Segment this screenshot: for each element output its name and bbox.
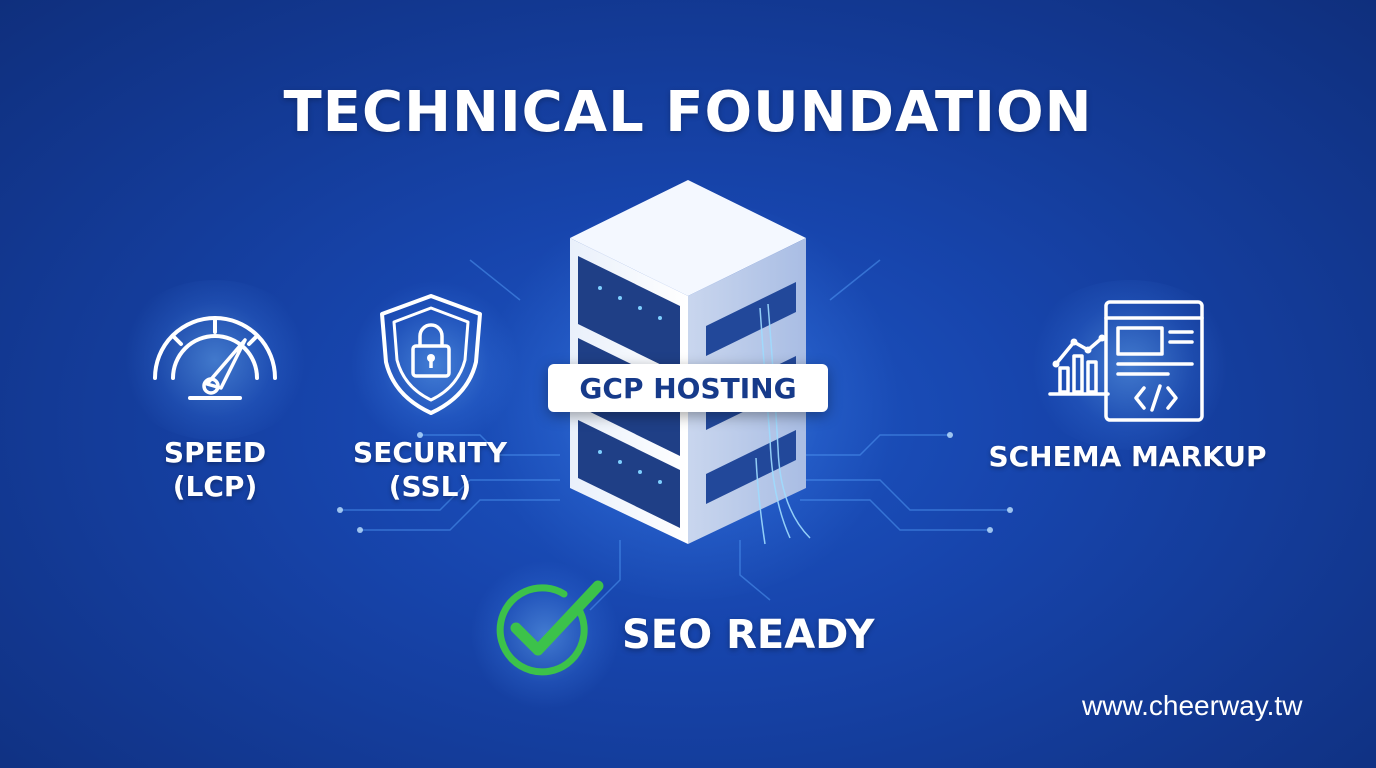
gcp-hosting-badge: GCP HOSTING bbox=[548, 364, 828, 412]
security-label-line2: (SSL) bbox=[388, 470, 472, 503]
checkmark-circle-icon bbox=[490, 578, 610, 682]
seo-ready-label: SEO READY bbox=[622, 612, 875, 658]
security-label-line1: SECURITY bbox=[353, 436, 507, 469]
speed-label-line1: SPEED bbox=[163, 436, 267, 469]
schema-markup-label: SCHEMA MARKUP bbox=[988, 440, 1267, 473]
speed-label-line2: (LCP) bbox=[172, 470, 258, 503]
security-label: SECURITY (SSL) bbox=[340, 436, 520, 504]
website-url[interactable]: www.cheerway.tw bbox=[1082, 690, 1303, 721]
speed-label: SPEED (LCP) bbox=[140, 436, 290, 504]
page-title: TECHNICAL FOUNDATION bbox=[283, 80, 1093, 145]
shield-lock-icon bbox=[376, 292, 486, 421]
speed-glow bbox=[115, 280, 315, 440]
speedometer-icon bbox=[145, 308, 285, 412]
code-document-chart-icon bbox=[1048, 298, 1208, 430]
